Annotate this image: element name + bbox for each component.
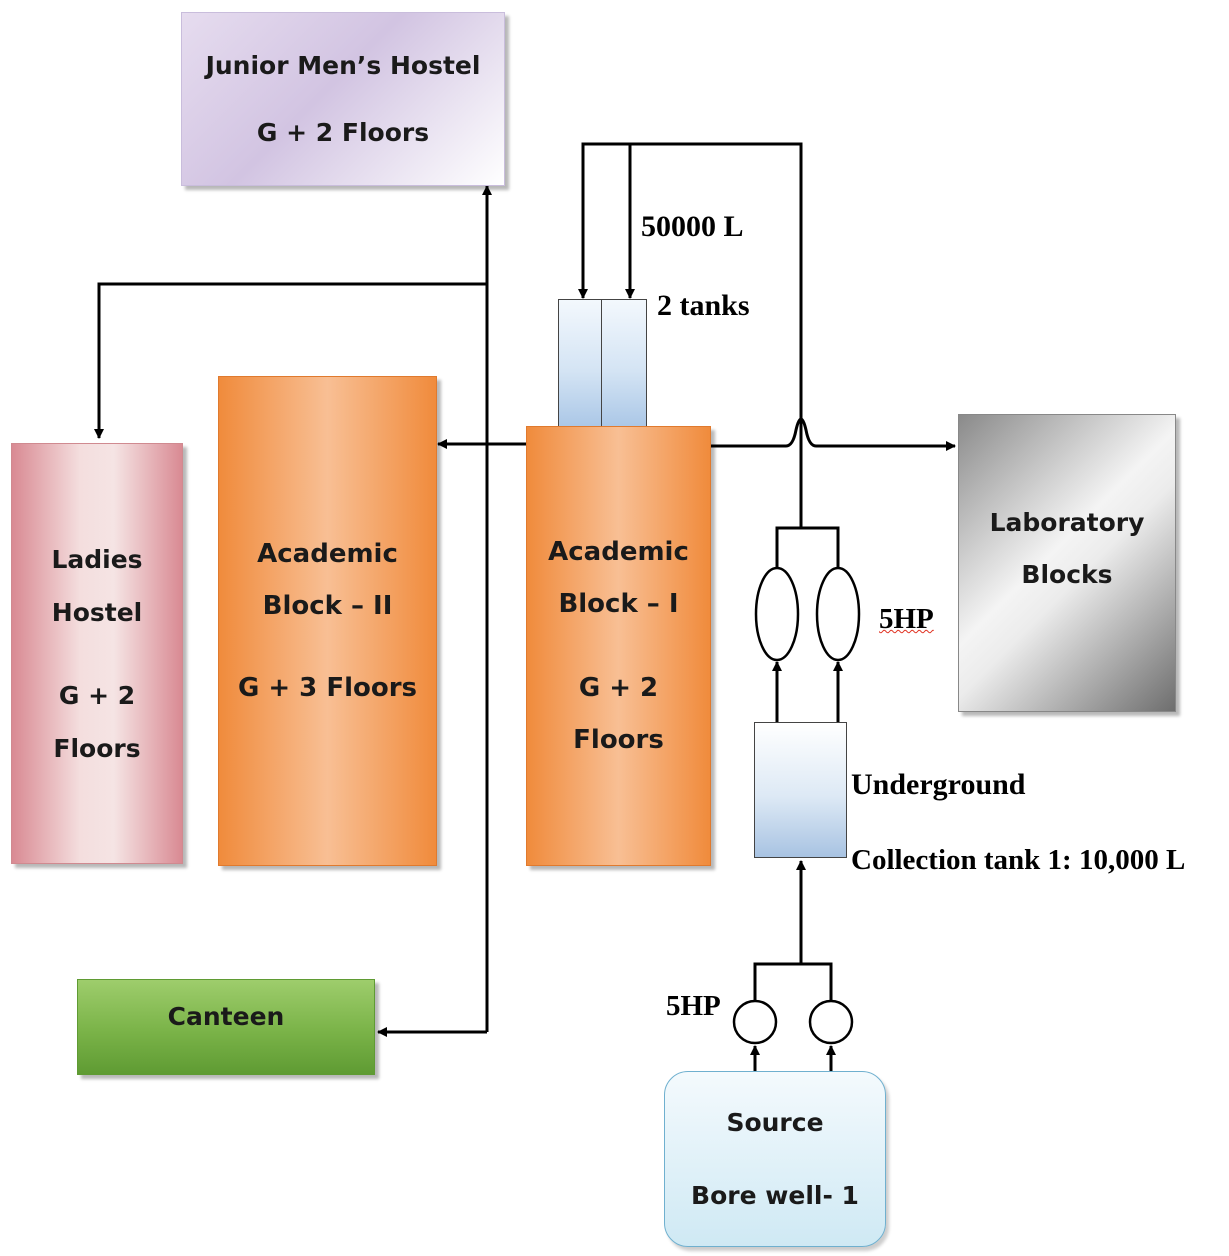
ladies-hostel-line2: Hostel (51, 597, 143, 627)
overhead-count-label: 2 tanks (657, 289, 750, 322)
academic-block-2-line3: G + 3 Floors (237, 673, 418, 703)
pipe-to-laboratory (711, 417, 956, 451)
academic-block-1-line2: Block – I (558, 589, 679, 619)
junior-mens-hostel-floors: G + 2 Floors (256, 118, 430, 147)
pump-upper-label: 5HP (879, 603, 934, 635)
academic-block-1-line3: G + 2 (578, 673, 659, 703)
academic-block-1-line4: Floors (573, 725, 664, 755)
laboratory-line1: Laboratory (989, 508, 1145, 537)
ladies-hostel-line1: Ladies (51, 544, 143, 574)
canteen-name: Canteen (167, 1002, 285, 1031)
academic-block-2-line2: Block – II (262, 591, 393, 621)
junior-mens-hostel-box: Junior Men’s Hostel G + 2 Floors (181, 12, 505, 186)
laboratory-blocks-box: Laboratory Blocks (958, 414, 1176, 712)
source-bore-well-box: Source Bore well- 1 (664, 1071, 886, 1247)
pipe-riser-to-overhead (578, 142, 803, 528)
academic-block-2-line1: Academic (257, 539, 398, 569)
overhead-capacity-label: 50000 L (641, 210, 744, 243)
underground-label: Underground (851, 768, 1026, 801)
junior-mens-hostel-name: Junior Men’s Hostel (205, 51, 481, 80)
pump-lower-label: 5HP (666, 990, 721, 1022)
academic-block-1-line1: Academic (548, 537, 689, 567)
pipe-upper-manifold (775, 526, 840, 567)
overhead-tank-right (601, 299, 647, 430)
pipe-lower-manifold (753, 962, 833, 1001)
ladies-hostel-line4: Floors (53, 733, 141, 763)
collection-tank-label: Collection tank 1: 10,000 L (851, 844, 1186, 876)
pump-lower-right (808, 999, 854, 1045)
pipe-to-ladies-hostel (94, 282, 487, 439)
underground-collection-tank (754, 722, 847, 858)
academic-block-1-box: Academic Block – I G + 2 Floors (526, 426, 711, 866)
overhead-tank-left (558, 299, 603, 430)
pump-upper-right (815, 566, 861, 662)
ladies-hostel-line3: G + 2 (58, 680, 136, 710)
ladies-hostel-box: Ladies Hostel G + 2 Floors (11, 443, 183, 864)
pump-upper-left (754, 566, 800, 662)
source-line1: Source (726, 1108, 824, 1137)
academic-block-2-box: Academic Block – II G + 3 Floors (218, 376, 437, 866)
source-line2: Bore well- 1 (691, 1181, 859, 1210)
canteen-box: Canteen (77, 979, 375, 1075)
pump-lower-left (732, 999, 778, 1045)
laboratory-line2: Blocks (1021, 560, 1113, 589)
